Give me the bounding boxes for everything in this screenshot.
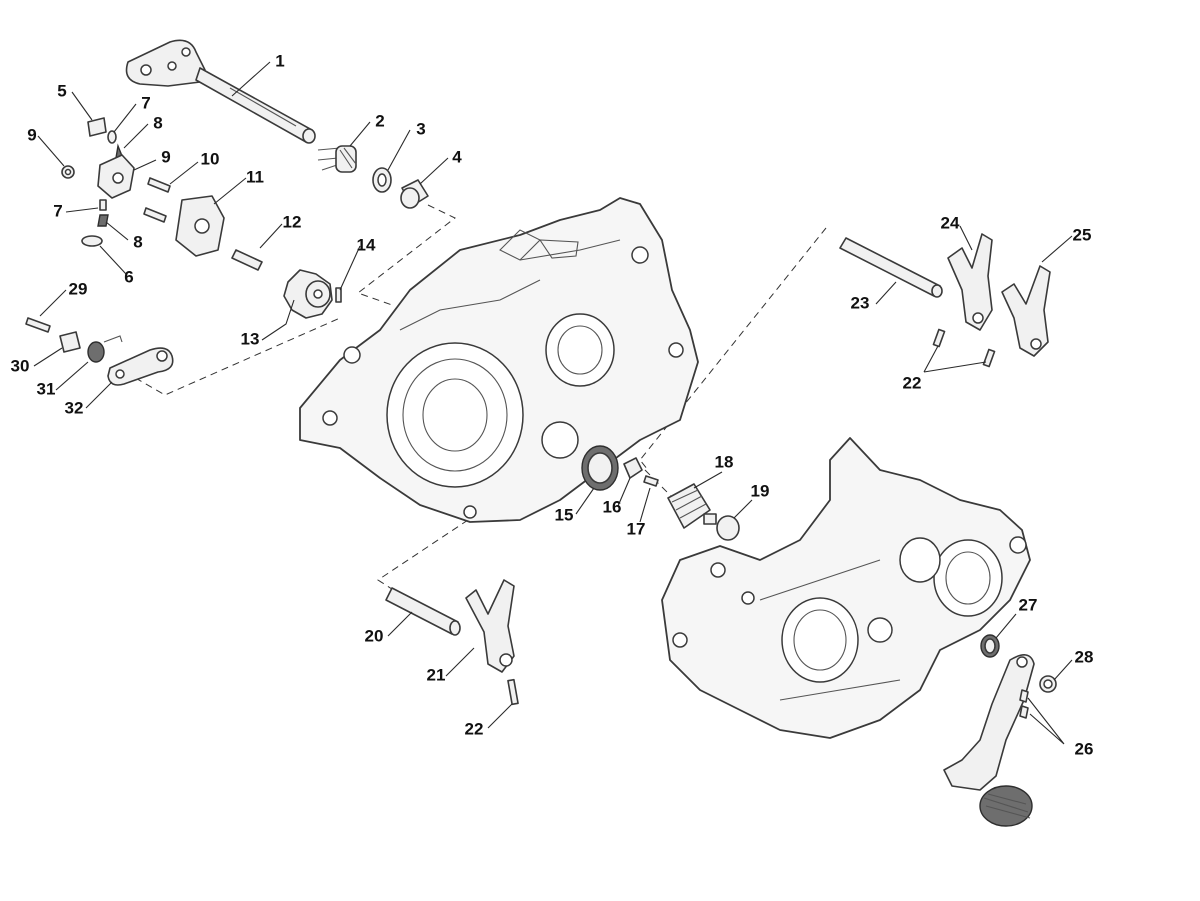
callout-1: 1 [275,51,284,70]
pedal-screw-upper [1019,689,1029,703]
shaft-seal-inner [984,638,996,654]
callout-22-upper: 22 [903,373,922,392]
callout-2: 2 [375,111,384,130]
callout-26: 26 [1075,739,1094,758]
callout-27: 27 [1019,595,1038,614]
circlip-hole [1043,679,1053,689]
shift-drum-part [667,483,717,529]
callout-6: 6 [124,267,133,286]
drum-bearing-part [716,515,740,541]
callout-7: 7 [141,93,150,112]
callout-8-lower: 8 [133,232,142,251]
callout-labels: 1 2 3 4 5 7 8 9 9 10 11 7 8 6 12 14 13 2… [11,51,1094,758]
crankcase-left-half [299,197,699,523]
callout-24: 24 [941,213,960,232]
callout-29: 29 [69,279,88,298]
callout-14: 14 [357,235,376,254]
callout-31: 31 [37,379,56,398]
plate-center-hole [194,218,210,234]
callout-25: 25 [1073,225,1092,244]
callout-11: 11 [246,167,264,186]
fork-pin-right [982,348,996,368]
small-washer-hole [64,168,72,176]
pedal-screw-lower [1019,705,1029,719]
callout-22-lower: 22 [465,719,484,738]
callout-10: 10 [201,149,220,168]
callout-8: 8 [153,113,162,132]
washer-hole [377,173,387,187]
shift-shaft-part [125,39,316,144]
callout-28: 28 [1075,647,1094,666]
callout-5: 5 [57,81,66,100]
callout-9-left: 9 [27,125,36,144]
star-wheel-part [283,269,333,319]
callout-21: 21 [427,665,446,684]
gear-pedal-part [943,654,1035,827]
return-spring-part [87,335,123,363]
shift-spring-part [317,145,357,173]
callout-23: 23 [851,293,870,312]
callout-20: 20 [365,626,384,645]
fork-rod-upper-part [839,237,943,298]
callout-15: 15 [555,505,574,524]
fork-pin-left [932,328,946,348]
callout-13: 13 [241,329,260,348]
shift-fork-24-part [947,233,993,331]
sleeve-part [59,331,81,353]
callout-32: 32 [65,398,84,417]
screw-part [643,475,659,487]
callout-19: 19 [751,481,770,500]
shift-fork-25-part [1001,265,1051,357]
shift-lever-part [107,347,174,386]
detent-spring-part [97,214,109,227]
leader-lines [33,61,1073,745]
callout-3: 3 [416,119,425,138]
roll-pin-part [335,287,342,303]
shoulder-bolt-part [25,317,51,333]
callout-9-right: 9 [161,147,170,166]
small-pin-part [99,199,107,211]
callout-7-lower: 7 [53,201,62,220]
callout-18: 18 [715,452,734,471]
callout-4: 4 [452,147,462,166]
bolts-part [143,177,171,223]
small-block-part [87,117,107,137]
callout-16: 16 [603,497,622,516]
crankcase-right-half [661,437,1031,739]
fork-rod-lower-part [385,587,461,636]
bushing-part [400,179,429,209]
callout-30: 30 [11,356,30,375]
oval-plate-part [81,235,103,247]
callout-17: 17 [627,519,646,538]
callout-12: 12 [283,212,302,231]
shift-fork-21-part [465,579,515,673]
stud-bolt-part [231,249,263,271]
oil-seal-part [581,445,619,491]
pin-part [107,130,117,144]
retaining-plate-part [623,457,643,479]
bracket-hole [112,172,124,184]
fork-pin-lower [507,678,519,706]
